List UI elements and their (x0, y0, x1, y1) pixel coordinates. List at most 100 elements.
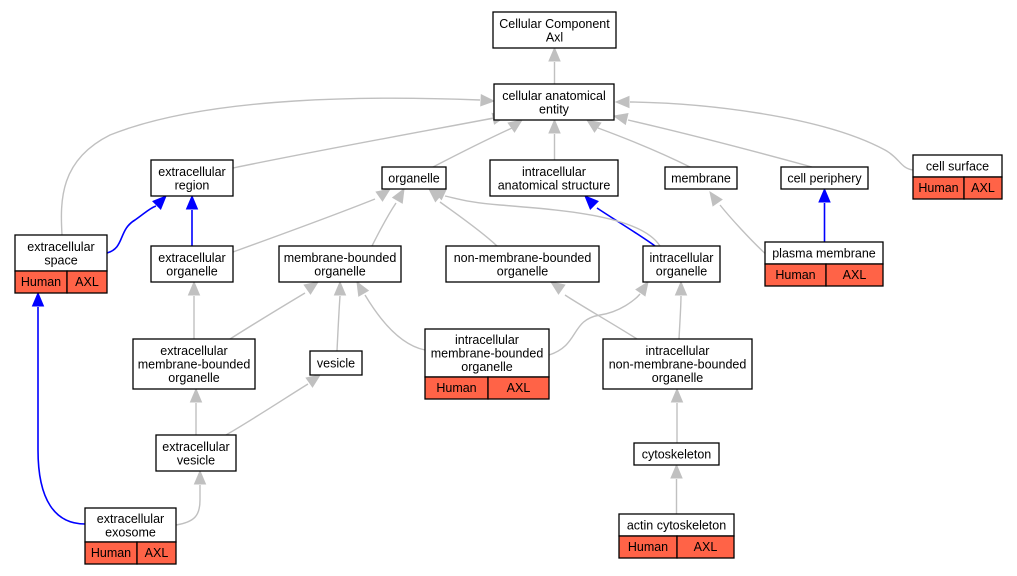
edge-icnmbo-nmbo (564, 294, 638, 340)
edge-plasmamem-membrane-arrowhead (709, 190, 723, 207)
node-box (381, 166, 447, 190)
species-label: Human (21, 275, 61, 289)
edge-ias-cae-arrowhead (548, 118, 561, 134)
node-membrane[interactable]: membrane (664, 166, 738, 190)
gene-label: AXL (507, 381, 531, 395)
node-box (445, 245, 600, 283)
edge-icmbo-mbo (364, 294, 426, 351)
edge-ecexosome-ecspace (37, 307, 86, 525)
edge-ecregion-cae (232, 117, 495, 169)
node-box (150, 245, 234, 283)
edge-icmbo-icorganelle (548, 293, 641, 356)
node-label-line: Cellular Component (499, 17, 610, 31)
node-cytoskeleton[interactable]: cytoskeleton (633, 442, 720, 466)
edge-ecmbo-mbo-arrowhead (303, 281, 320, 295)
node-box (489, 159, 619, 197)
node-label-line: cytoskeleton (642, 448, 712, 462)
edge-icnmbo-icorganelle (678, 295, 682, 340)
node-label-line: Axl (546, 30, 563, 44)
node-cellperiph[interactable]: cell periphery (780, 166, 869, 190)
gene-label: AXL (843, 268, 867, 282)
edge-organelle-cae (432, 127, 513, 168)
node-label-line: intracellular (455, 333, 519, 347)
edge-nmbo-organelle (439, 201, 498, 247)
node-label-line: exosome (105, 525, 156, 539)
node-box (602, 338, 753, 390)
node-label-line: anatomical structure (498, 178, 611, 192)
edge-icorganelle-organelle (444, 195, 661, 247)
edge-cae-root-arrowhead (548, 46, 561, 62)
node-label-line: intracellular (650, 251, 714, 265)
edge-ecvesicle-vesicle-arrowhead (305, 374, 322, 388)
edge-ecspace-cae (60, 97, 481, 236)
gene-cell (487, 376, 550, 400)
node-organelle[interactable]: organelle (381, 166, 447, 190)
node-box (664, 166, 738, 190)
edge-mbo-organelle-arrowhead (391, 187, 405, 204)
edge-ecorganelle-organelle (232, 198, 376, 253)
node-label-line: actin cytoskeleton (627, 519, 726, 533)
node-label-line: organelle (497, 264, 548, 278)
node-label-line: extracellular (158, 251, 225, 265)
edge-ecexosome-ecvesicle (175, 485, 201, 526)
node-box (132, 338, 256, 390)
node-label-line: plasma membrane (772, 247, 876, 261)
node-label-line: vesicle (317, 357, 355, 371)
edge-ecspace-ecregion-arrowhead (152, 195, 167, 210)
gene-label: AXL (75, 275, 99, 289)
gene-cell (825, 263, 884, 287)
node-label-line: organelle (168, 371, 219, 385)
edge-cellsurface-cae (629, 101, 914, 171)
node-label-line: organelle (652, 371, 703, 385)
edge-plasmamem-cellperiph-arrowhead (818, 187, 831, 203)
node-box (633, 442, 720, 466)
edge-plasmamem-membrane (719, 204, 771, 259)
node-vesicle[interactable]: vesicle (309, 350, 363, 376)
node-label-line: organelle (166, 264, 217, 278)
node-label-line: entity (539, 102, 570, 116)
node-label-line: cell periphery (787, 172, 862, 186)
edge-ecmbo-mbo (229, 292, 306, 340)
edge-cytoskeleton-icnmbo-arrowhead (670, 387, 684, 403)
gene-cell (136, 541, 177, 565)
node-label-line: vesicle (177, 453, 215, 467)
node-icnmbo[interactable]: intracellularnon-membrane-boundedorganel… (602, 338, 753, 390)
node-label-line: extracellular (97, 512, 164, 526)
node-box (14, 234, 108, 272)
node-label-line: extracellular (160, 344, 227, 358)
edge-actincyto-cytoskeleton-arrowhead (670, 463, 683, 479)
edge-cellsurface-cae-arrowhead (614, 95, 630, 109)
edge-ecexosome-ecspace-arrowhead (31, 291, 45, 307)
node-box (150, 159, 234, 197)
species-label: Human (918, 181, 958, 195)
node-icmbo[interactable]: intracellularmembrane-boundedorganelleHu… (424, 328, 550, 400)
node-label-line: organelle (388, 172, 439, 186)
gene-cell (963, 176, 1003, 200)
node-label-line: cellular anatomical (502, 89, 606, 103)
edge-membrane-cae-arrowhead (585, 119, 602, 133)
node-label-line: membrane-bounded (431, 347, 544, 361)
gene-cell (676, 535, 735, 559)
node-label-line: organelle (656, 264, 707, 278)
gene-label: AXL (971, 181, 995, 195)
edge-membrane-cae (597, 127, 691, 168)
gene-label: AXL (145, 546, 169, 560)
edge-mbo-organelle (371, 202, 397, 247)
